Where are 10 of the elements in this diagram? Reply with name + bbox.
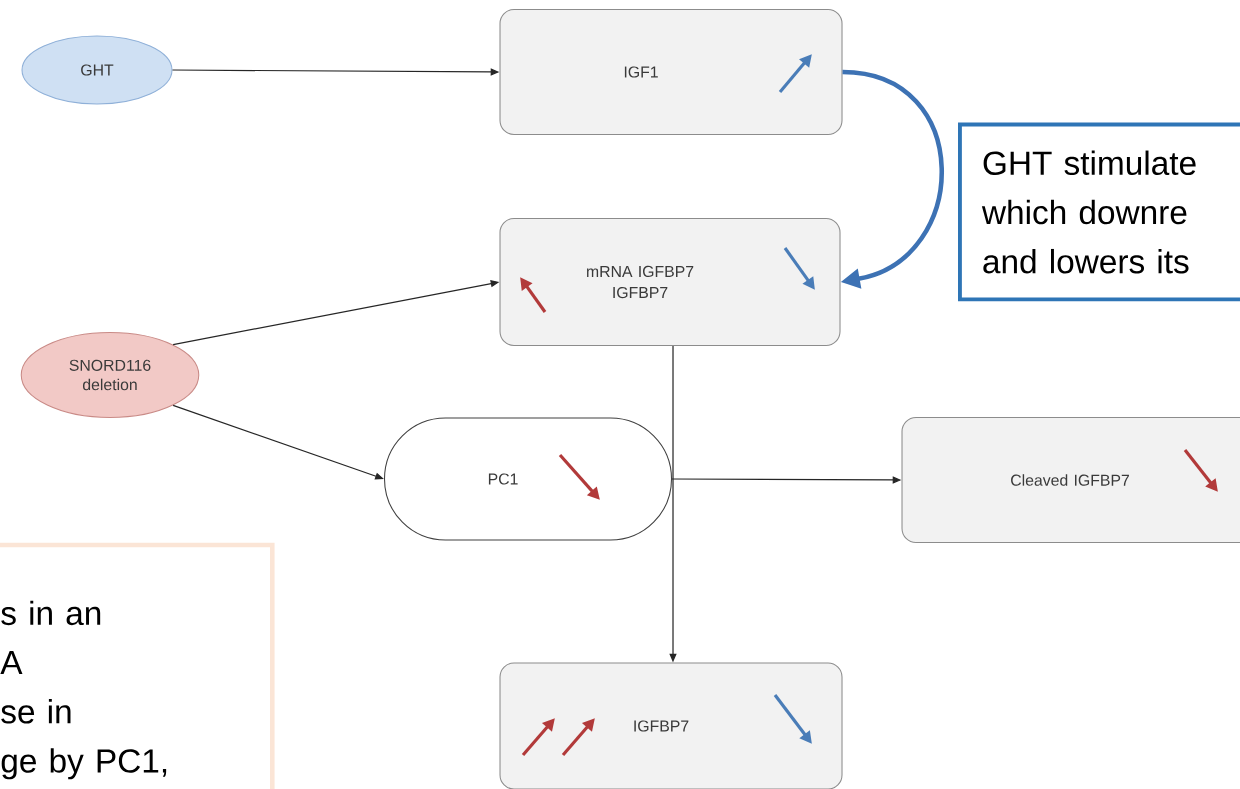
note-box: s in an A se in ge by PC1, [0, 542, 275, 789]
process-box: mRNA IGFBP7 IGFBP7 [499, 218, 841, 347]
process-box: Cleaved IGFBP7 [901, 417, 1240, 544]
note-box: GHT stimulate which downre and lowers its [958, 122, 1240, 302]
ellipse-node: GHT [21, 35, 173, 105]
process-box: IGF1 [499, 9, 843, 136]
ellipse-node: SNORD116 deletion [20, 331, 200, 419]
arrow [172, 404, 384, 480]
rounded-node: PC1 [384, 417, 673, 541]
process-box: IGFBP7 [499, 662, 843, 789]
